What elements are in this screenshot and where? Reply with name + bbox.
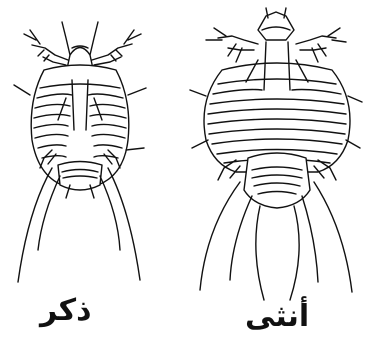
female-label: أنثى <box>245 302 309 332</box>
female-mite-drawing <box>190 8 362 300</box>
male-label: ذكر <box>40 296 92 326</box>
male-mite-drawing <box>14 22 146 282</box>
